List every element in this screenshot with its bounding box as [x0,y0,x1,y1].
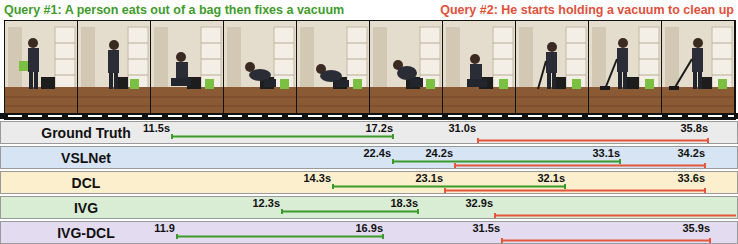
query-text: Query #1: A person eats out of a bag the… [4,2,344,18]
method-name: IVG-DCL [57,225,115,241]
interval-line [478,138,708,143]
video-frame [5,21,77,113]
time-label: 32.1s [537,172,565,184]
method-name: IVG [74,200,98,216]
interval-line [177,234,383,239]
time-label: 22.4s [363,147,391,159]
video-frame [443,21,515,113]
method-band: DCL 14.3s 23.1s 32.1s 33.6s [0,171,738,194]
method-name: Ground Truth [41,125,130,141]
interval-line [333,184,565,189]
time-label: 31.0s [448,122,476,134]
time-label: 35.8s [680,122,708,134]
interval-line [502,238,710,243]
method-band: IVG-DCL 11.9 16.9s 31.5s 35.9s [0,221,738,244]
interval-line [495,213,736,218]
video-frame [589,21,661,113]
time-label: 12.3s [252,197,280,209]
interval-line [282,209,418,214]
time-label: 34.2s [677,147,705,159]
video-frame [370,21,442,113]
time-label: 33.6s [677,172,705,184]
method-name: DCL [72,175,101,191]
video-frame [224,21,296,113]
time-label: 23.1s [415,172,443,184]
timeline-bar [0,113,738,119]
time-label: 35.9s [682,222,710,234]
frame-strip [4,20,736,120]
time-label: 31.5s [472,222,500,234]
method-name: VSLNet [61,150,111,166]
video-frame [662,21,734,113]
interval-line [172,134,393,139]
video-frame [297,21,369,113]
interval-lines [1,197,737,218]
time-label: 32.9s [465,197,493,209]
query-text: Query #2: He starts holding a vacuum to … [440,2,734,18]
time-label: 18.3s [390,197,418,209]
time-label: 16.9s [355,222,383,234]
interval-lines [1,172,737,193]
time-label: 33.1s [592,147,620,159]
video-frame [151,21,223,113]
time-label: 17.2s [365,122,393,134]
timeline-ticks [8,115,734,117]
time-label: 14.3s [303,172,331,184]
time-label: 24.2s [425,147,453,159]
time-label: 11.9 [154,222,175,234]
video-frame [516,21,588,113]
method-band: Ground Truth 11.5s 17.2s 31.0s 35.8s [0,121,738,144]
interval-line [455,163,705,168]
video-frame [78,21,150,113]
method-band: VSLNet 22.4s 24.2s 33.1s 34.2s [0,146,738,169]
interval-line [445,188,705,193]
interval-line [393,159,620,164]
method-band: IVG 12.3s 18.3s 32.9s [0,196,738,219]
time-label: 11.5s [143,122,170,134]
